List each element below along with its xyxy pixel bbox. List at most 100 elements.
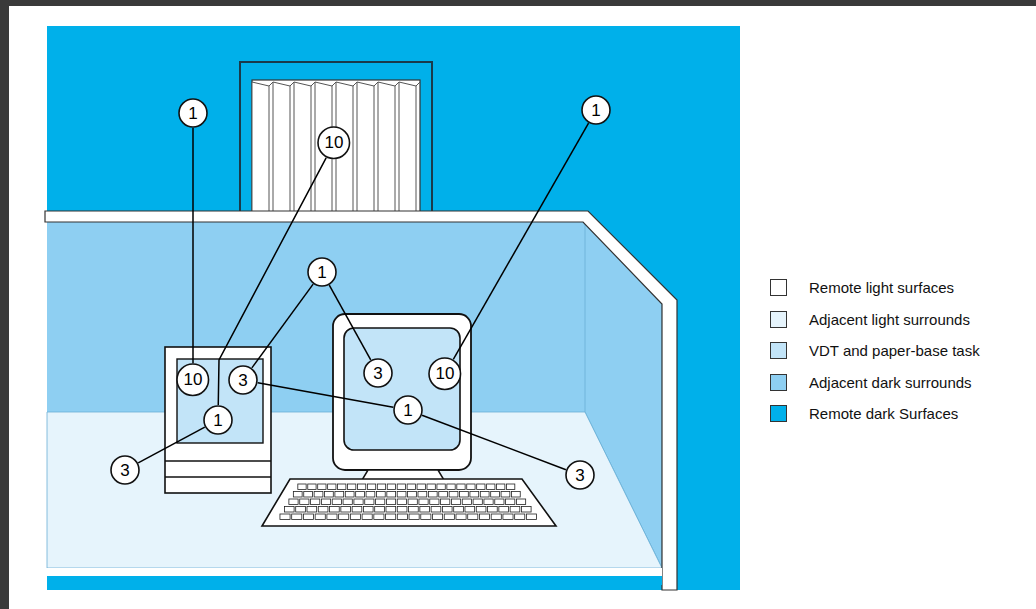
keyboard-key [441,499,450,505]
keyboard-key [437,484,445,490]
keyboard-key [526,514,536,520]
keyboard-key [476,507,486,513]
keyboard-key [318,484,326,490]
keyboard-key [457,484,465,490]
keyboard-key [408,492,417,498]
keyboard-key [468,514,478,520]
legend-swatch [770,279,787,296]
callout-number: 10 [317,126,351,160]
keyboard-key [418,492,427,498]
callout-number: 3 [565,460,595,490]
blind-slat [294,82,311,214]
keyboard-key [497,484,505,490]
legend-swatch [770,311,787,328]
keyboard-key [488,507,498,513]
keyboard-key [298,484,306,490]
paper-holder [165,347,271,493]
keyboard-key [495,499,504,505]
keyboard-key [307,507,317,513]
keyboard-key [376,499,385,505]
keyboard-key [335,492,344,498]
blind-slat [399,82,416,214]
keyboard-key [311,499,320,505]
keyboard-key [304,492,313,498]
keyboard-key [439,492,448,498]
callout-number: 3 [363,358,393,388]
keyboard-key [501,492,510,498]
keyboard-key [363,507,373,513]
keyboard-key [354,499,363,505]
legend-label: Remote light surfaces [809,279,954,296]
leader-line [329,285,370,360]
callout-number: 1 [581,95,611,125]
keyboard-key [420,507,430,513]
callout-circle: 1 [307,257,337,287]
keyboard-key [473,499,482,505]
keyboard-key [491,514,501,520]
keyboard-key [292,514,302,520]
keyboard-key [330,507,340,513]
keyboard-key [408,499,417,505]
blind-slats [252,82,420,214]
keyboard [262,479,556,526]
legend-label: Remote dark Surfaces [809,405,958,422]
legend-entry: Remote light surfaces [770,272,980,304]
keyboard-key [506,484,514,490]
blind-slat [252,82,269,214]
keyboard-key [477,484,485,490]
legend-label: Adjacent light surrounds [809,311,970,328]
keyboard-key [315,514,325,520]
keyboard-key [419,499,428,505]
keyboard-key [510,507,520,513]
keyboard-key [293,492,302,498]
callout-circle: 10 [317,126,351,160]
keyboard-key [409,507,419,513]
adjacent-dark-wall [47,220,585,412]
keyboard-key [356,492,365,498]
callout-circle: 3 [363,358,393,388]
keyboard-key [397,484,405,490]
legend: Remote light surfacesAdjacent light surr… [770,272,980,430]
remote-dark-surface [47,26,740,590]
keyboard-key [387,484,395,490]
keyboard-key [444,514,454,520]
legend-label: VDT and paper-base task [809,342,980,359]
keyboard-key [308,484,316,490]
keyboard-key [511,492,520,498]
keyboard-key [465,507,475,513]
keyboard-key [321,499,330,505]
keyboard-key [284,507,294,513]
blind-slat-edge [311,82,315,86]
callout-number: 1 [178,98,208,128]
callout-number: 10 [176,363,210,397]
holder-stripe [165,476,271,477]
keyboard-key [467,484,475,490]
keyboard-key [374,514,384,520]
keyboard-key [280,514,290,520]
callout-number: 10 [428,357,462,391]
keyboard-key [300,499,309,505]
keyboard-key [386,499,395,505]
blind-slat [378,82,395,214]
keyboard-key [462,499,471,505]
callout-circle: 3 [228,365,258,395]
leader-line [138,427,205,463]
callout-circle: 3 [565,460,595,490]
keyboard-key [352,507,362,513]
keyboard-key [421,514,431,520]
callout-circle: 10 [176,363,210,397]
callout-circle: 1 [393,395,423,425]
keyboard-key [318,507,328,513]
callout-circle: 10 [428,357,462,391]
blind-slat-edge [374,82,378,86]
keyboard-key [332,499,341,505]
callout-number: 1 [307,257,337,287]
keyboard-key [303,514,313,520]
keyboard-key [343,499,352,505]
keyboard-key [499,507,509,513]
keyboard-key [366,492,375,498]
callout-circle: 1 [581,95,611,125]
keyboard-key [377,484,385,490]
legend-entry: Adjacent dark surrounds [770,367,980,399]
